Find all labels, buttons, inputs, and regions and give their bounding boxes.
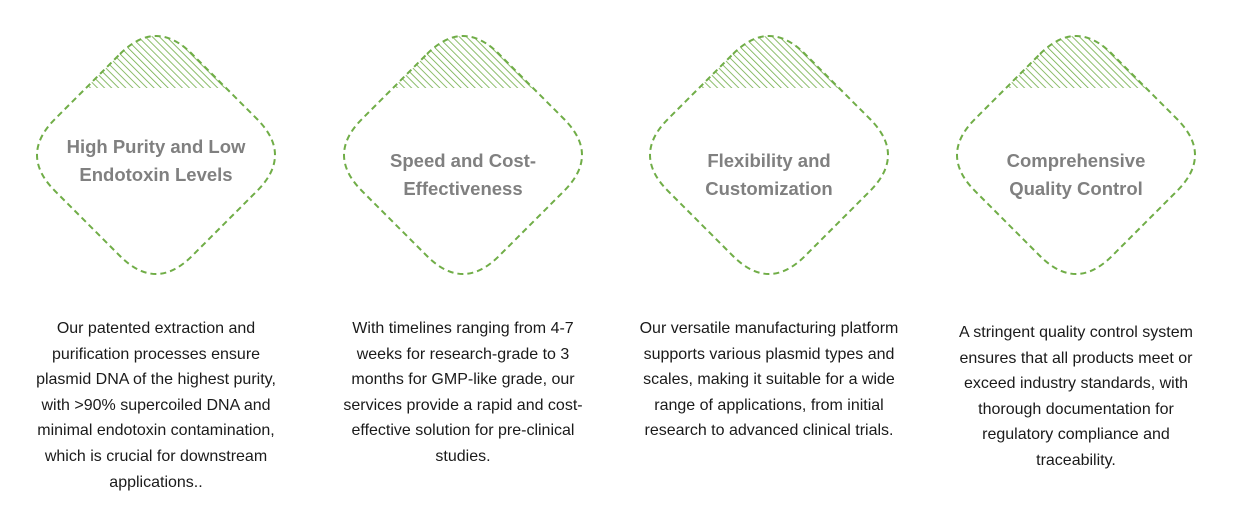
feature-title: Comprehensive Quality Control <box>1006 150 1146 199</box>
feature-title: Speed and Cost-Effectiveness <box>390 150 536 199</box>
diamond-frame-icon <box>343 35 583 275</box>
feature-title: Flexibility and Customization <box>705 150 833 199</box>
diamond-frame-icon <box>36 35 276 275</box>
feature-card-speed: Speed and Cost-Effectiveness With timeli… <box>323 0 603 532</box>
feature-description: A stringent quality control system ensur… <box>959 324 1193 469</box>
diamond-frame-icon <box>649 35 889 275</box>
feature-card-quality: Comprehensive Quality Control A stringen… <box>936 0 1216 532</box>
feature-title: High Purity and Low Endotoxin Levels <box>66 136 246 185</box>
feature-card-purity: High Purity and Low Endotoxin Levels Our… <box>16 0 296 532</box>
diamond-frame-icon <box>956 35 1196 275</box>
feature-description: Our patented extraction and purification… <box>36 320 276 491</box>
feature-description: With timelines ranging from 4-7 weeks fo… <box>343 320 583 465</box>
feature-card-flexibility: Flexibility and Customization Our versat… <box>629 0 909 532</box>
feature-description: Our versatile manufacturing platform sup… <box>639 320 899 440</box>
